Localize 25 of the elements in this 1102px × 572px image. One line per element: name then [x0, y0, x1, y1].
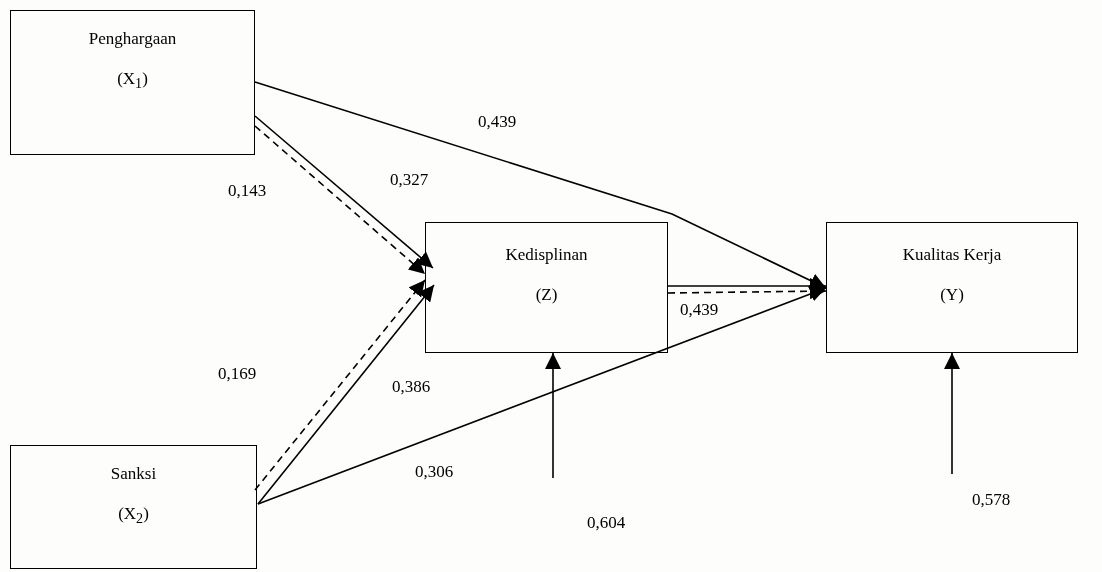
variable-name: Kedisplinan: [505, 245, 588, 265]
coefficient-label: 0,578: [972, 490, 1011, 510]
variable-box: [425, 222, 668, 353]
coefficient-label: 0,386: [392, 377, 431, 397]
variable-name: Penghargaan: [88, 29, 177, 49]
variable-box: [10, 445, 257, 569]
coefficient-label: 0,306: [415, 462, 454, 482]
variable-symbol: (Y): [940, 285, 964, 305]
error-arrow: [944, 352, 960, 475]
coefficient-label: 0,439: [680, 300, 719, 320]
variable-name: Sanksi: [110, 464, 157, 484]
coefficient-label: 0,169: [218, 364, 257, 384]
coefficient-label: 0,143: [228, 181, 267, 201]
variable-box: [826, 222, 1078, 353]
variable-box: [10, 10, 255, 155]
variable-symbol: (X$_{1}$): [117, 69, 148, 93]
path-arrow: [254, 81, 827, 289]
coefficient-label: 0,604: [587, 513, 626, 533]
variable-symbol: (X$_{2}$): [118, 504, 149, 528]
coefficient-label: 0,439: [478, 112, 517, 132]
variable-name: Kualitas Kerja: [902, 245, 1002, 265]
error-arrow: [545, 352, 561, 479]
path-arrow: [257, 286, 827, 505]
variable-symbol: (Z): [535, 285, 558, 305]
coefficient-label: 0,327: [390, 170, 429, 190]
